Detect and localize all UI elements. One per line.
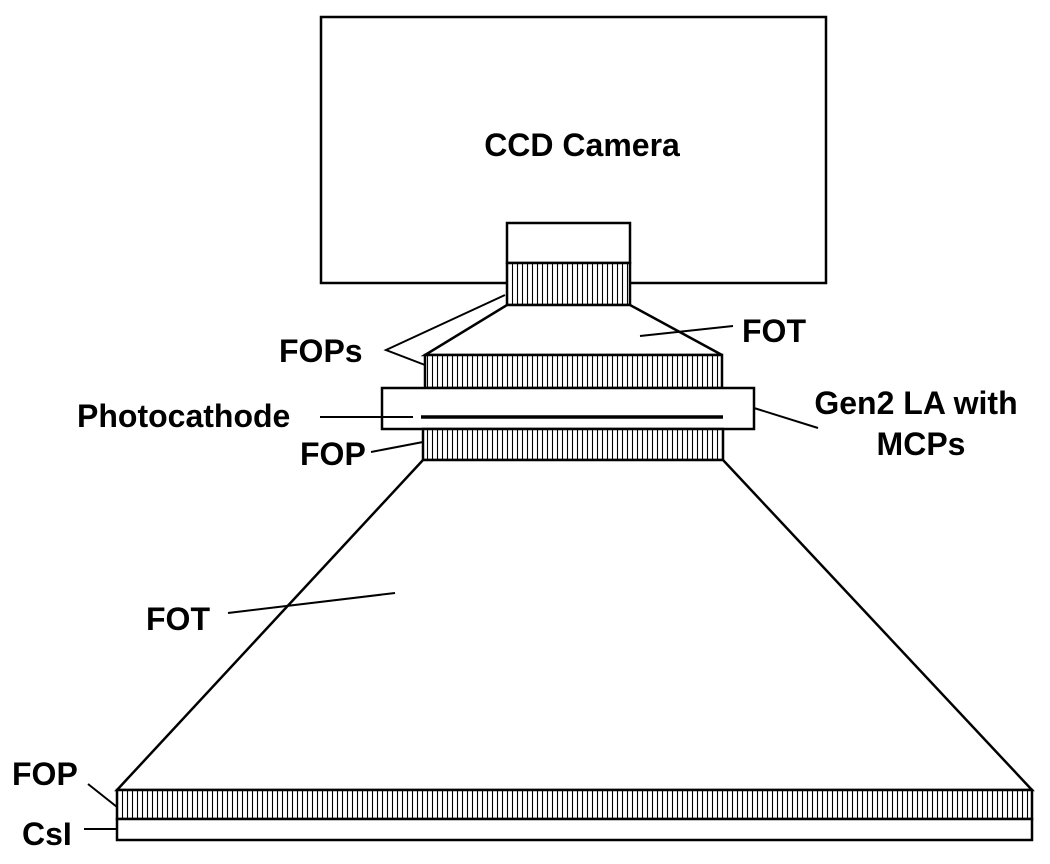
leader-fop-bottom — [87, 783, 118, 808]
gen2-intensifier — [380, 386, 756, 431]
fop-bottom — [115, 788, 1034, 821]
label-ccd-camera: CCD Camera — [484, 127, 680, 163]
label-fot-top: FOT — [742, 313, 806, 349]
fop-top-small — [505, 261, 632, 307]
label-csi: CsI — [22, 816, 72, 852]
label-photocathode: Photocathode — [77, 398, 290, 434]
label-fop-bottom: FOP — [12, 756, 78, 792]
fot-top-taper — [420, 303, 723, 357]
leader-fops — [383, 294, 506, 366]
csi-layer — [115, 817, 1034, 842]
leader-fop-middle — [370, 441, 424, 453]
label-gen2-line2: MCPs — [877, 426, 966, 462]
leader-gen2 — [753, 407, 819, 429]
fop-upper — [423, 353, 724, 390]
fot-bottom-taper — [114, 458, 1035, 792]
leader-fot-top — [639, 325, 734, 337]
label-fop-middle: FOP — [300, 436, 366, 472]
label-fot-bottom: FOT — [146, 601, 210, 637]
leader-fot-bottom — [227, 592, 396, 614]
camera-mount — [505, 221, 632, 265]
label-gen2-line1: Gen2 LA with — [814, 385, 1017, 421]
fop-lower — [421, 427, 725, 462]
label-fops: FOPs — [279, 333, 363, 369]
